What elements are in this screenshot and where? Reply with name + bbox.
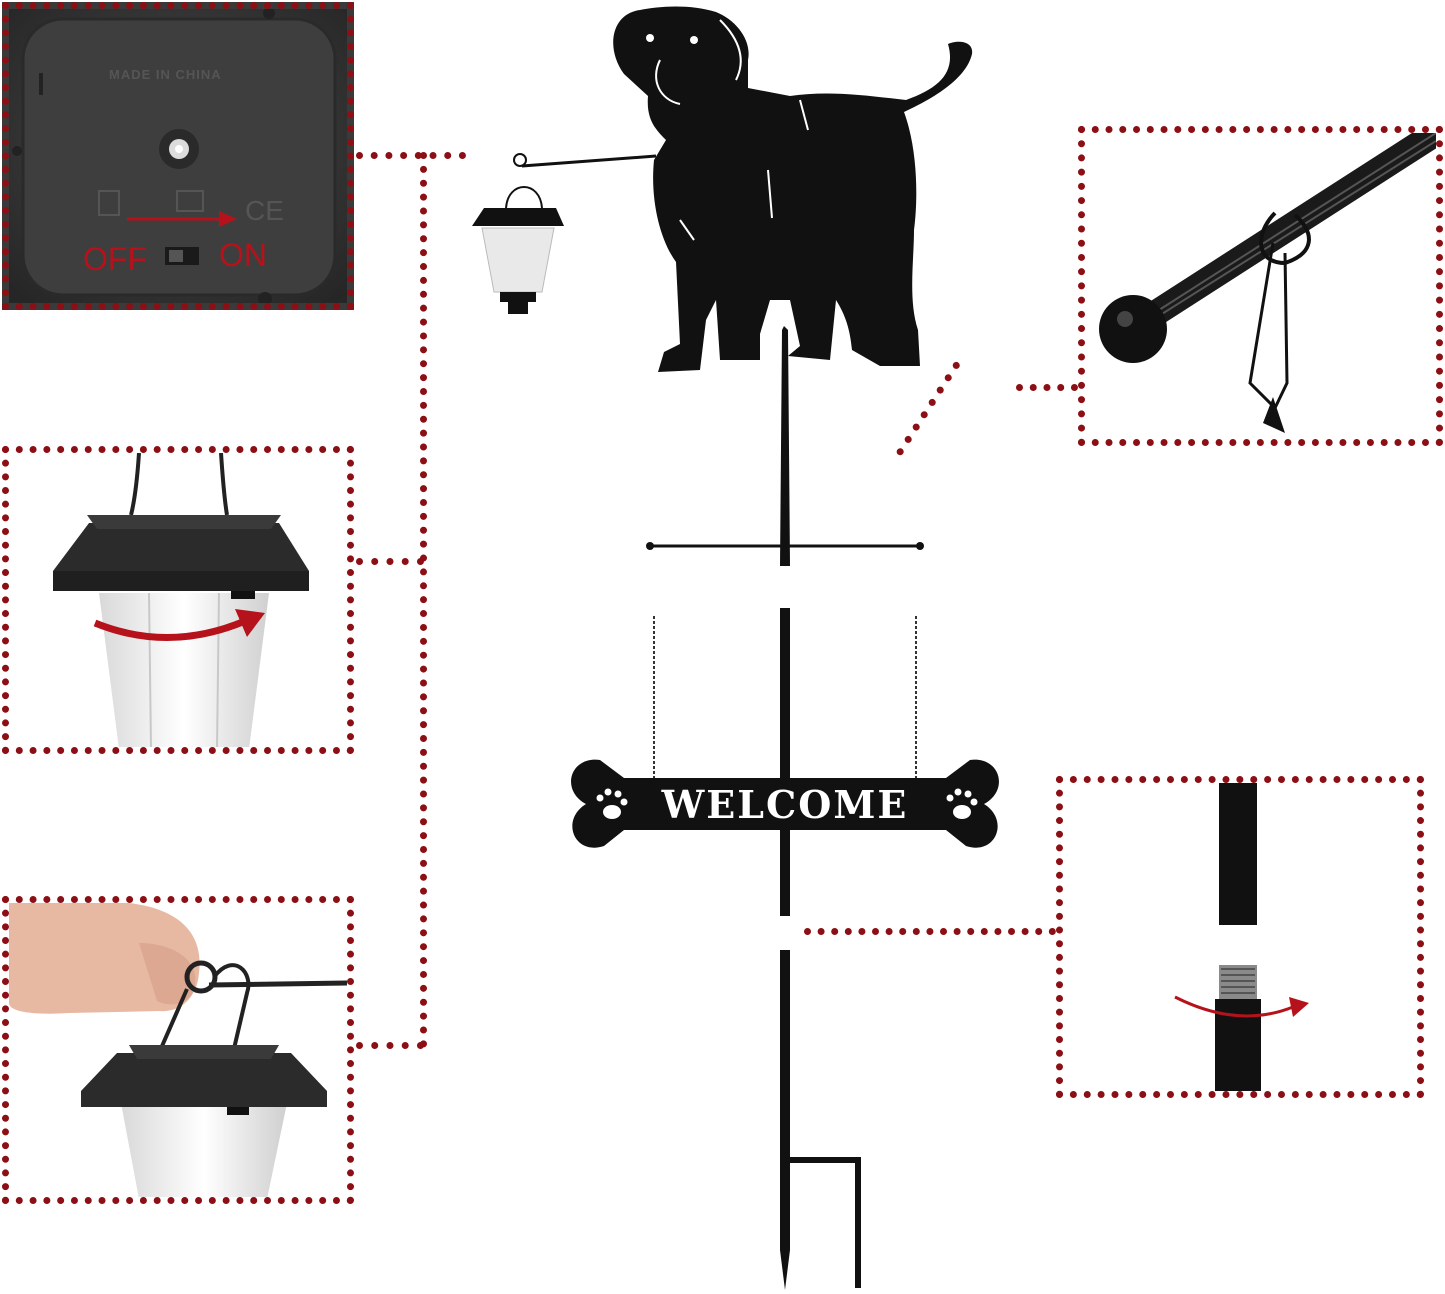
- hook-detail-panel: [2, 896, 354, 1204]
- switch-detail-panel: MADE IN CHINA CE OFF ON: [2, 2, 354, 310]
- paw-print-icon: [596, 788, 628, 819]
- connector-line: [420, 152, 427, 1048]
- switch-detail-photo: [9, 9, 347, 303]
- rod-hook-panel: [1078, 126, 1443, 446]
- embossed-text: MADE IN CHINA: [109, 67, 222, 82]
- stake-connector-panel: [1056, 776, 1424, 1098]
- connector-line: [804, 928, 1056, 935]
- red-arrow-icon: [127, 211, 237, 227]
- red-arrow-icon: [93, 609, 265, 641]
- connector-line: [356, 558, 424, 565]
- connector-line: [356, 1042, 424, 1049]
- red-arrow-icon: [1174, 995, 1309, 1018]
- welcome-sign-text: WELCOME: [661, 782, 909, 827]
- paw-print-icon: [946, 788, 978, 819]
- stake-connector-photo: [1174, 783, 1309, 1091]
- rod-hook-photo: [1099, 133, 1436, 433]
- solar-lantern-icon: [53, 453, 309, 747]
- on-label: ON: [219, 237, 267, 273]
- lantern-twist-panel: [2, 446, 354, 754]
- dog-silhouette-icon: [613, 6, 973, 372]
- connector-line: [1016, 384, 1078, 391]
- yard-stake-assembly: [472, 6, 999, 1290]
- off-label: OFF: [83, 241, 147, 277]
- hand-hanging-lantern-photo: [9, 903, 347, 1197]
- ce-mark: CE: [245, 195, 284, 226]
- solar-lantern-icon: [472, 186, 564, 314]
- welcome-sign: [571, 759, 999, 848]
- connector-line: [356, 152, 466, 159]
